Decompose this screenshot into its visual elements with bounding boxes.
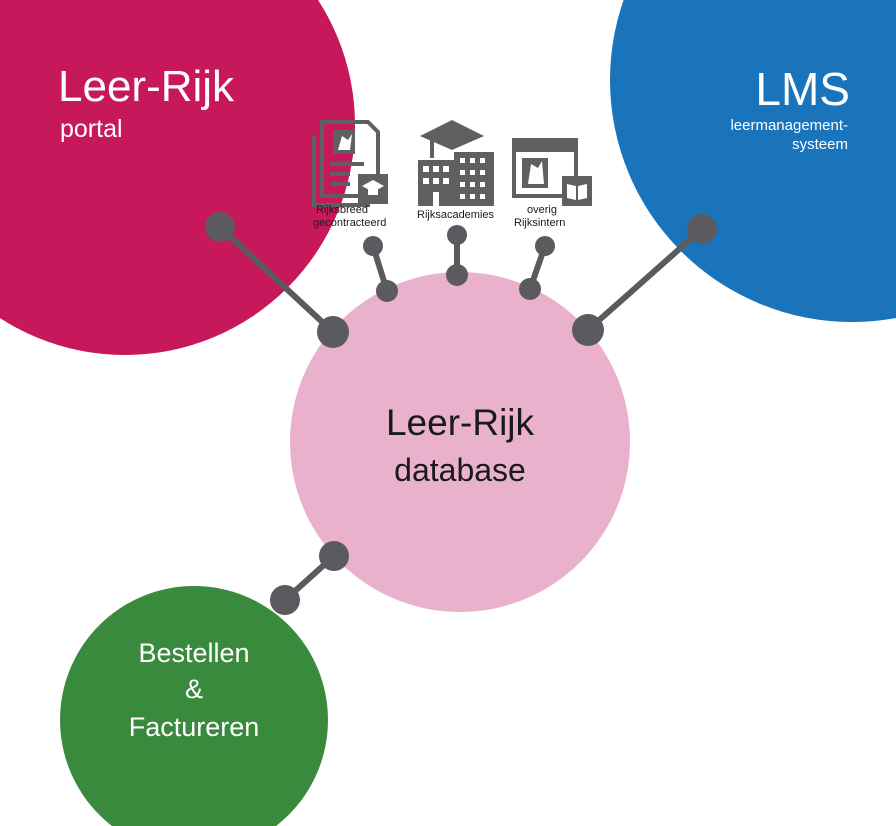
- ordering-line2: &: [184, 674, 203, 704]
- academy-building-icon: [418, 120, 494, 206]
- database-circle: [290, 272, 630, 612]
- lms-title: LMS: [755, 63, 850, 115]
- node-portal-inner: [317, 316, 349, 348]
- portal-subtitle: portal: [60, 115, 123, 143]
- node-lms-outer: [687, 214, 717, 244]
- source-label-overig-line2: Rijksintern: [514, 217, 566, 229]
- source-label-overig-line1: overig: [527, 204, 557, 216]
- lms-circle: [610, 0, 896, 322]
- database-subtitle: database: [394, 452, 526, 488]
- node-source2-bottom: [446, 264, 468, 286]
- lms-subtitle-line1: leermanagement-: [730, 117, 848, 134]
- node-lms-inner: [572, 314, 604, 346]
- database-title: Leer-Rijk: [385, 402, 535, 443]
- ordering-circle: [60, 586, 328, 826]
- node-source1-top: [363, 236, 383, 256]
- node-ordering-outer: [270, 585, 300, 615]
- connector-lms-line: [585, 226, 705, 333]
- node-source3-top: [535, 236, 555, 256]
- node-portal-outer: [205, 212, 235, 242]
- contract-document-icon: [312, 120, 388, 207]
- node-source1-bottom: [376, 280, 398, 302]
- source-label-rijksacademies: Rijksacademies: [417, 209, 495, 221]
- node-source2-top: [447, 225, 467, 245]
- node-ordering-inner: [319, 541, 349, 571]
- connector-portal-line: [217, 224, 336, 335]
- internal-web-icon: [512, 138, 592, 206]
- portal-title: Leer-Rijk: [58, 62, 235, 111]
- source-label-rijksbreed-line2: gecontracteerd: [313, 217, 387, 229]
- lms-subtitle-line2: systeem: [792, 136, 848, 153]
- ordering-line3: Factureren: [128, 712, 260, 742]
- source-label-rijksbreed-line1: Rijksbreed: [316, 204, 368, 216]
- ordering-line1: Bestellen: [138, 638, 250, 668]
- node-source3-bottom: [519, 278, 541, 300]
